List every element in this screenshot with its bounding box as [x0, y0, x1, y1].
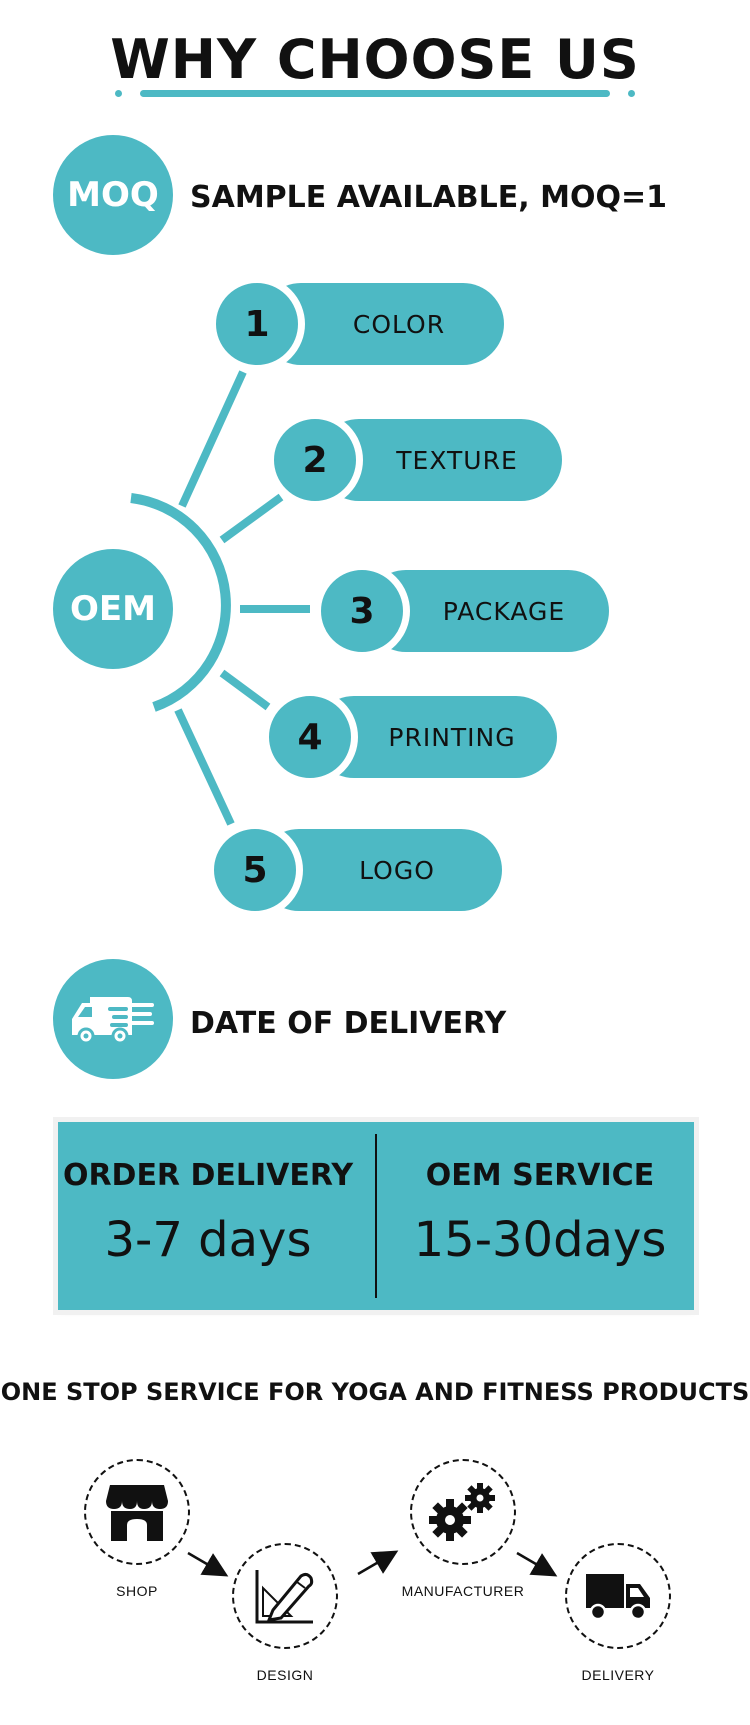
oem-item-color: COLOR	[260, 283, 504, 365]
underline-dot-left	[115, 90, 122, 97]
step-shop	[84, 1459, 190, 1565]
step-shop-label: SHOP	[116, 1583, 158, 1599]
oem-badge-label: OEM	[70, 589, 156, 629]
shop-icon	[106, 1485, 168, 1541]
oem-item-label: COLOR	[352, 309, 446, 339]
delivery-text: DATE OF DELIVERY	[190, 1006, 507, 1041]
moq-badge: MOQ	[53, 135, 173, 255]
step-manufacturer	[410, 1459, 516, 1565]
oem-item-label: PRINTING	[388, 722, 516, 752]
oem-item-number: 5	[207, 822, 303, 918]
delivery-van-icon	[72, 997, 154, 1045]
oem-item-label: LOGO	[359, 855, 435, 885]
page-title: WHY CHOOSE US	[110, 28, 640, 91]
oem-item-number: 2	[267, 412, 363, 508]
oem-item-number: 4	[262, 689, 358, 785]
oem-item-number-text: 5	[242, 849, 268, 891]
design-icon	[255, 1570, 314, 1624]
step-design-label: DESIGN	[256, 1667, 314, 1683]
order-delivery-value: 3-7 days	[104, 1212, 312, 1268]
step-delivery-label: DELIVERY	[581, 1667, 655, 1683]
oem-service-value: 15-30days	[413, 1212, 667, 1268]
truck-icon	[586, 1574, 650, 1621]
oem-item-label: TEXTURE	[396, 445, 518, 475]
oem-item-label: PACKAGE	[442, 596, 566, 626]
oem-item-number-text: 4	[297, 716, 323, 758]
underline-dot-right	[628, 90, 635, 97]
oem-item-number-text: 3	[349, 590, 375, 632]
oem-item-number: 1	[209, 276, 305, 372]
oem-item-logo: LOGO	[258, 829, 502, 911]
oem-service-label: OEM SERVICE	[425, 1158, 655, 1193]
step-manufacturer-label: MANUFACTURER	[401, 1583, 525, 1599]
oem-badge: OEM	[53, 549, 173, 669]
box-divider	[375, 1134, 377, 1298]
step-delivery	[565, 1543, 671, 1649]
step-design	[232, 1543, 338, 1649]
delivery-badge	[53, 959, 173, 1079]
oem-item-number-text: 2	[302, 439, 328, 481]
moq-badge-label: MOQ	[67, 175, 159, 215]
oem-item-number-text: 1	[244, 303, 270, 345]
title-underline	[140, 90, 610, 97]
oem-item-number: 3	[314, 563, 410, 659]
moq-text: SAMPLE AVAILABLE, MOQ=1	[190, 180, 667, 215]
service-title: ONE STOP SERVICE FOR YOGA AND FITNESS PR…	[0, 1378, 750, 1406]
delivery-times-box: ORDER DELIVERY 3-7 days OEM SERVICE 15-3…	[58, 1122, 694, 1310]
order-delivery-label: ORDER DELIVERY	[62, 1158, 354, 1193]
gears-icon	[429, 1483, 495, 1541]
